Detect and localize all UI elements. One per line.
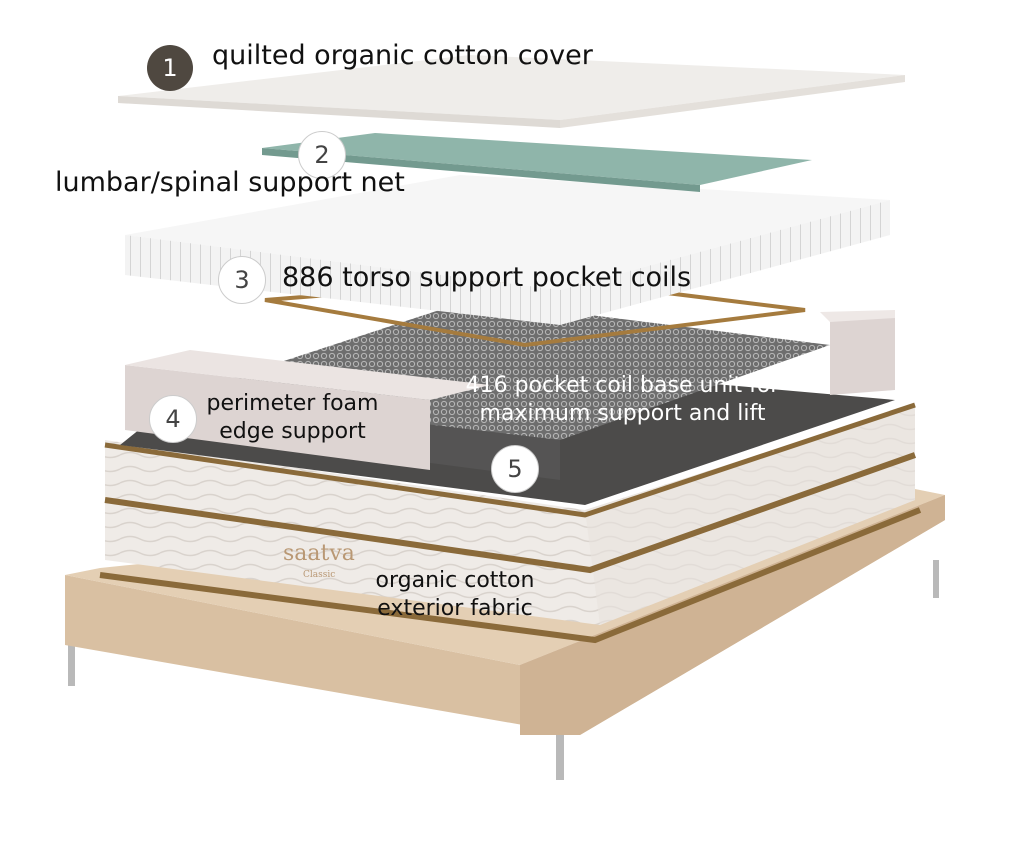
perimeter-foam (125, 310, 895, 470)
label-quilted-cover: quilted organic cotton cover (212, 40, 593, 71)
support-net (262, 133, 812, 192)
label-exterior-fabric-line-1: organic cotton (375, 568, 535, 593)
bed-legs (68, 560, 939, 780)
callout-number-5: 5 (491, 445, 539, 493)
label-coil-base: 416 pocket coil base unit for maximum su… (430, 372, 815, 428)
label-exterior-fabric: organic cotton exterior fabric (350, 567, 560, 623)
label-support-net: lumbar/spinal support net (55, 167, 405, 198)
quilted-cover (118, 55, 905, 128)
brand-logo: saatva (283, 541, 355, 566)
callout-number-1: 1 (147, 45, 193, 91)
label-pocket-coils: 886 torso support pocket coils (282, 262, 692, 293)
label-coil-base-line-1: 416 pocket coil base unit for (465, 373, 780, 398)
brand-logo-sub: Classic (303, 570, 335, 580)
callout-number-2: 2 (298, 131, 346, 179)
mattress-base (99, 402, 922, 644)
label-perimeter-foam-line-2: edge support (219, 419, 366, 444)
callout-number-3: 3 (218, 256, 266, 304)
callout-number-4: 4 (149, 395, 197, 443)
label-exterior-fabric-line-2: exterior fabric (377, 596, 533, 621)
label-coil-base-line-2: maximum support and lift (479, 401, 766, 426)
label-perimeter-foam: perimeter foam edge support (195, 390, 390, 446)
label-perimeter-foam-line-1: perimeter foam (206, 391, 379, 416)
